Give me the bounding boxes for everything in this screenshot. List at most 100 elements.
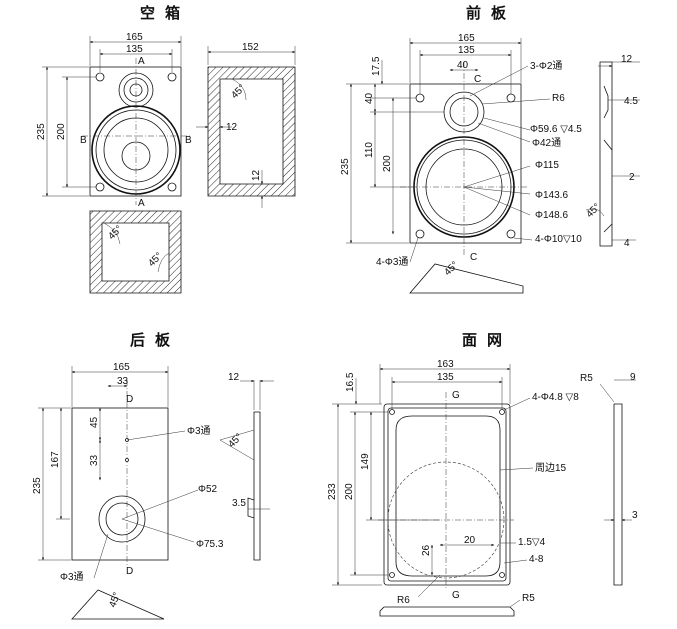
cabinet-view: 空箱 A A B B 165 135 235 200 [36, 4, 296, 294]
peg-hole [499, 409, 505, 415]
callout-edge-radius: R5 [580, 373, 593, 384]
terminal-recess [98, 495, 146, 543]
dim-width: 165 [113, 362, 130, 373]
mount-hole [506, 93, 516, 103]
front-title: 前板 [466, 4, 516, 22]
dim-wall-thickness: 12 [226, 122, 238, 133]
callout-tweeter-recess: Φ59.6 ▽4.5 [530, 124, 582, 135]
angle-label: 45° [442, 260, 460, 278]
dim-frame-thickness: 9 [630, 372, 636, 383]
dim-hole-vertical: 200 [56, 123, 67, 140]
front-side-profile: 12 4.5 2 45° 4 [584, 54, 640, 249]
dim-step-depth: 2 [629, 172, 635, 183]
dim-peg-depth: 3 [632, 510, 638, 521]
mount-hole [415, 229, 425, 239]
dim-panel-thickness: 12 [228, 372, 240, 383]
callout-woofer-recess: Φ148.6 [535, 210, 568, 221]
dim-height: 235 [36, 123, 47, 140]
dim-top-hole: 45 [89, 416, 100, 428]
section-mark-a: A [138, 56, 145, 67]
callout-border: 周边15 [535, 462, 567, 474]
angle-label: 45° [226, 432, 244, 450]
dim-recess-depth: 4.5 [624, 96, 638, 107]
dim-hole-vertical: 200 [382, 155, 393, 172]
dim-bottom-thickness: 12 [251, 169, 262, 181]
rear-title: 后板 [130, 331, 180, 349]
grille-view: 面网 G G 163 135 233 16.5 200 149 26 20 [327, 331, 638, 617]
section-mark-d: D [126, 566, 133, 577]
grille-bottom-edge [379, 606, 515, 617]
rear-panel-view: 后板 D D 165 33 45 33 167 235 Φ3通 Φ52 Φ75.… [32, 331, 274, 620]
front-panel-view: 前板 C C 165 135 40 235 17.5 40 [340, 4, 640, 294]
callout-recess: 1.5▽4 [518, 537, 546, 548]
callout-radius: R6 [552, 93, 565, 104]
section-mark-g: G [452, 390, 460, 401]
rear-side-profile: 12 45° 3.5 [219, 372, 274, 561]
section-mark-g: G [452, 590, 460, 601]
dim-width: 163 [437, 359, 454, 370]
callout-tweeter-hole: Φ42通 [532, 137, 561, 149]
front-panel-outline [409, 83, 522, 244]
cabinet-side-section: 152 12 12 45° [196, 42, 296, 208]
section-mark-b: B [80, 135, 87, 146]
peg-hole [499, 572, 505, 578]
dim-depth: 152 [242, 42, 259, 53]
callout-slots: 4-8 [529, 554, 544, 565]
callout-bottom-hole: Φ3通 [60, 571, 84, 583]
rear-panel-outline [71, 407, 169, 561]
callout-screw-hole: Φ3通 [187, 425, 211, 437]
peg-hole [389, 572, 395, 578]
dim-hole-spacing: 135 [126, 44, 143, 55]
dim-hole-vertical: 200 [344, 483, 355, 500]
dim-recess-depth: 3.5 [232, 498, 246, 509]
grille-frame-inner [387, 407, 507, 582]
dim-center-height: 149 [360, 453, 371, 470]
dim-notch-height: 26 [421, 544, 432, 556]
callout-corner-holes: 4-Φ3通 [376, 256, 408, 268]
section-mark-c: C [474, 74, 481, 85]
dim-width: 165 [458, 33, 475, 44]
section-mark-c: C [470, 252, 477, 263]
section-mark-a: A [138, 198, 145, 209]
chamfer-detail [409, 263, 524, 294]
screw-hole [125, 458, 129, 462]
grille-title: 面网 [462, 331, 512, 349]
callout-terminal-hole: Φ52 [198, 484, 218, 495]
callout-radius: R6 [397, 595, 410, 606]
corner-hole [95, 72, 105, 82]
dim-tweeter-height: 40 [364, 92, 375, 104]
dim-panel-thickness: 12 [621, 54, 633, 65]
cabinet-front-outline [89, 66, 182, 197]
dim-chamfer: 4 [624, 238, 630, 249]
callout-edge-radius: R5 [522, 593, 535, 604]
dim-tweeter-offset: 40 [457, 60, 469, 71]
angle-label: 45° [146, 251, 164, 269]
dim-height: 235 [32, 477, 43, 494]
dim-driver-spacing: 110 [364, 142, 375, 158]
dim-notch-width: 20 [464, 535, 476, 546]
dim-height: 233 [327, 483, 338, 500]
callout-woofer-hole: Φ115 [535, 160, 559, 171]
peg-hole [389, 409, 395, 415]
corner-hole [95, 182, 105, 192]
callout-tweeter-screws: 3-Φ2通 [530, 60, 562, 72]
chamfer-detail [71, 589, 165, 620]
mount-hole [415, 93, 425, 103]
dim-hole-offset: 33 [117, 376, 129, 387]
callout-peg-holes: 4-Φ4.8 ▽8 [532, 392, 579, 403]
dim-terminal-height: 167 [50, 451, 61, 468]
dim-width: 165 [126, 32, 143, 43]
callout-corner-pockets: 4-Φ10▽10 [535, 234, 582, 245]
dim-hole-spacing: 33 [89, 454, 100, 466]
callout-woofer-step: Φ143.6 [535, 190, 568, 201]
terminal-hole [105, 502, 139, 536]
angle-label: 45° [229, 83, 247, 101]
dim-top-offset: 16.5 [345, 372, 356, 392]
dim-hole-spacing: 135 [458, 45, 475, 56]
grille-outline [383, 403, 511, 586]
dim-hole-spacing: 135 [437, 372, 454, 383]
grille-side-profile: 9 R5 3 [580, 372, 638, 586]
section-mark-d: D [126, 394, 133, 405]
angle-label: 45° [106, 224, 124, 242]
